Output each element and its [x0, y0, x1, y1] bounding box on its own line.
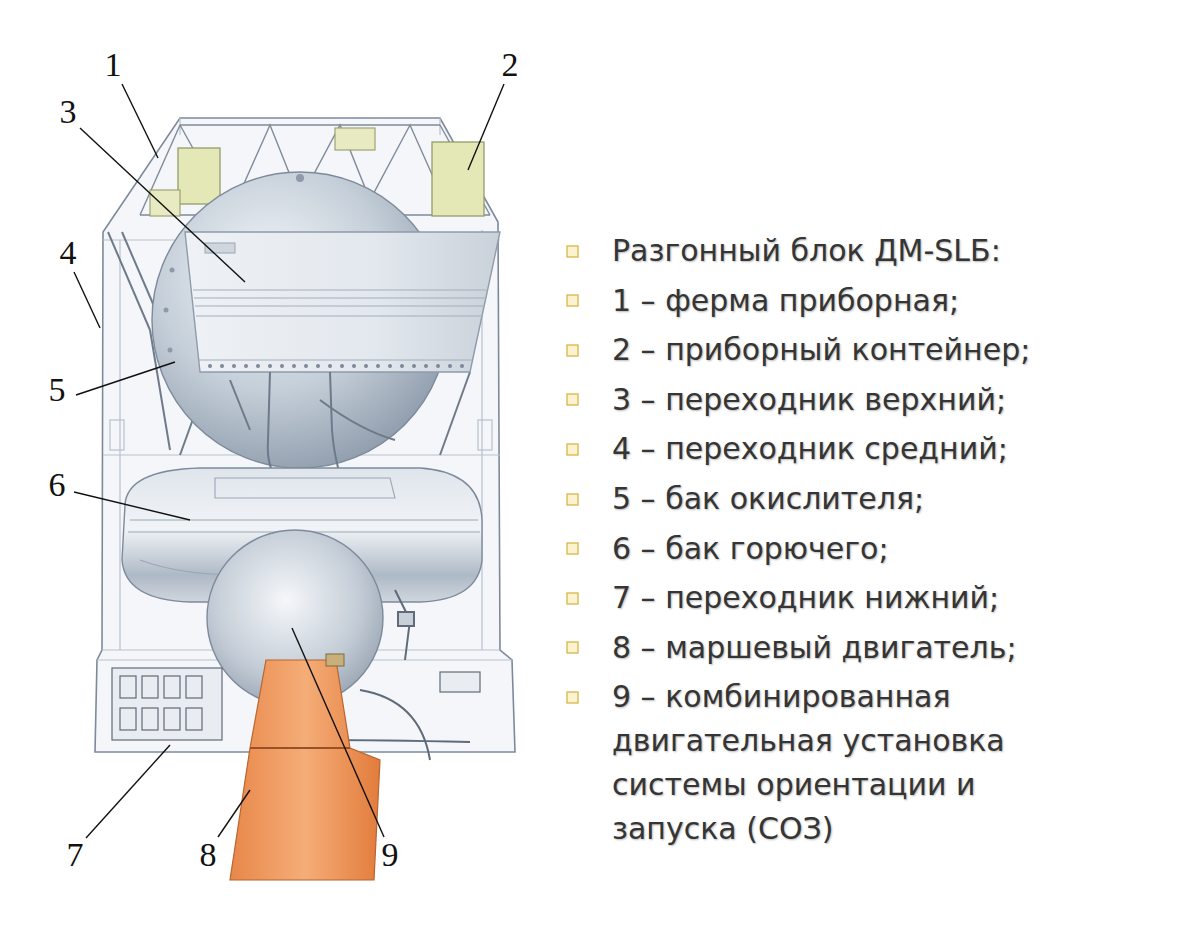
upper-adapter	[185, 232, 500, 372]
callout-number: 1	[103, 46, 124, 84]
part-description: 4 – переходник средний;	[612, 427, 1008, 471]
part-description: 3 – переходник верхний;	[612, 378, 1006, 422]
callout-number: 3	[58, 93, 79, 131]
part-description: 2 – приборный контейнер;	[612, 328, 1030, 372]
part-description: 8 – маршевый двигатель;	[612, 626, 1017, 670]
part-description: 1 – ферма приборная;	[612, 279, 959, 323]
callout-number: 9	[380, 836, 401, 874]
part-description: 9 – комбинированная двигательная установ…	[612, 675, 1092, 851]
leader-lines	[74, 84, 504, 838]
callout-number: 5	[47, 371, 68, 409]
callout-number: 6	[47, 466, 68, 504]
callout-number: 4	[58, 234, 79, 272]
main-engine	[230, 654, 380, 880]
part-description: 6 – бак горючего;	[612, 527, 889, 571]
title: Разгонный блок ДМ-SLБ:	[612, 229, 1001, 273]
callout-number: 2	[500, 46, 521, 84]
part-description: 5 – бак окислителя;	[612, 477, 924, 521]
part-description: 7 – переходник нижний;	[612, 576, 999, 620]
list-bullets	[567, 246, 578, 703]
callout-number: 8	[198, 836, 219, 874]
callout-number: 7	[65, 836, 86, 874]
